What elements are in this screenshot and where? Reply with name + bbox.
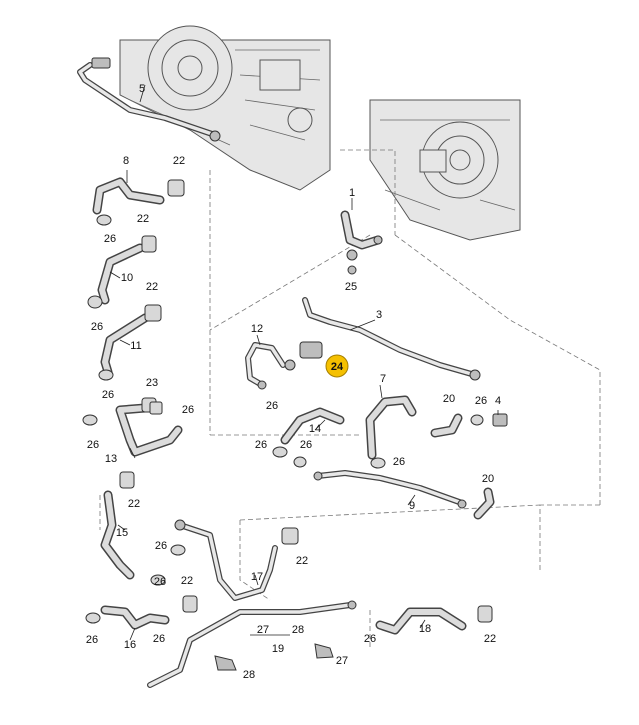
label-part-1: 1 bbox=[349, 187, 355, 199]
part-11-hose bbox=[98, 304, 162, 381]
label-part-27a: 27 bbox=[257, 624, 269, 636]
label-part-9: 9 bbox=[409, 500, 415, 512]
label-part-13: 13 bbox=[105, 453, 117, 465]
label-part-22d: 22 bbox=[128, 498, 140, 510]
part-18-pipe bbox=[375, 605, 493, 635]
part-3-pipe bbox=[302, 297, 481, 381]
label-part-26b: 26 bbox=[91, 321, 103, 333]
part-labels: 1 3 4 5 7 8 9 10 11 12 13 14 15 16 17 18… bbox=[86, 83, 501, 681]
label-part-26e: 26 bbox=[87, 439, 99, 451]
label-part-3: 3 bbox=[376, 309, 382, 321]
label-part-16: 16 bbox=[124, 639, 136, 651]
label-part-26l: 26 bbox=[154, 576, 166, 588]
label-part-22b: 22 bbox=[137, 213, 149, 225]
label-part-26n: 26 bbox=[153, 633, 165, 645]
part-20-elbow-lower bbox=[473, 487, 495, 520]
label-part-26d: 26 bbox=[182, 404, 194, 416]
part-5-pipe bbox=[77, 57, 221, 142]
label-part-15: 15 bbox=[116, 527, 128, 539]
label-part-26i: 26 bbox=[475, 395, 487, 407]
label-part-19: 19 bbox=[272, 643, 284, 655]
part-1-pipe bbox=[340, 210, 383, 261]
label-part-22f: 22 bbox=[296, 555, 308, 567]
label-part-20b: 20 bbox=[482, 473, 494, 485]
label-part-10: 10 bbox=[121, 272, 133, 284]
leader-lines bbox=[109, 84, 499, 641]
label-part-26c: 26 bbox=[102, 389, 114, 401]
part-15-hose bbox=[100, 471, 166, 586]
label-part-14: 14 bbox=[309, 423, 321, 435]
label-part-26j: 26 bbox=[393, 456, 405, 468]
label-part-17: 17 bbox=[251, 571, 263, 583]
part-4-connector bbox=[492, 413, 508, 427]
label-part-28b: 28 bbox=[243, 669, 255, 681]
part-12-pipe bbox=[245, 342, 296, 390]
part-24-valve: 24 bbox=[299, 341, 349, 378]
label-part-22c: 22 bbox=[146, 281, 158, 293]
part-7-hose bbox=[365, 395, 417, 469]
label-part-26m: 26 bbox=[86, 634, 98, 646]
part-20-elbow-upper bbox=[430, 413, 463, 438]
label-part-22e: 22 bbox=[181, 575, 193, 587]
label-part-20a: 20 bbox=[443, 393, 455, 405]
label-part-4: 4 bbox=[495, 395, 501, 407]
label-part-26a: 26 bbox=[104, 233, 116, 245]
label-part-8: 8 bbox=[123, 155, 129, 167]
label-part-26g: 26 bbox=[255, 439, 267, 451]
part-9-pipe bbox=[313, 470, 467, 509]
label-part-22a: 22 bbox=[173, 155, 185, 167]
part-14-hose bbox=[272, 407, 345, 458]
label-part-18: 18 bbox=[419, 623, 431, 635]
label-part-23: 23 bbox=[146, 377, 158, 389]
part-16-hose bbox=[85, 595, 198, 630]
part-8-hose bbox=[92, 177, 185, 226]
label-part-26o: 26 bbox=[364, 633, 376, 645]
label-part-22g: 22 bbox=[484, 633, 496, 645]
part-24-badge-label: 24 bbox=[331, 361, 344, 373]
part-17-pipe bbox=[174, 519, 278, 601]
label-part-26f: 26 bbox=[266, 400, 278, 412]
label-part-26k: 26 bbox=[155, 540, 167, 552]
engine-block-right bbox=[369, 99, 521, 241]
label-part-28a: 28 bbox=[292, 624, 304, 636]
label-part-25: 25 bbox=[345, 281, 357, 293]
label-part-26h: 26 bbox=[300, 439, 312, 451]
engine-block-main bbox=[119, 25, 331, 191]
part-10-hose bbox=[87, 235, 157, 309]
part-19-pipe bbox=[147, 600, 357, 688]
label-part-11: 11 bbox=[130, 340, 141, 352]
label-part-12: 12 bbox=[251, 323, 263, 335]
label-part-7: 7 bbox=[380, 373, 386, 385]
label-part-5: 5 bbox=[139, 83, 145, 95]
small-parts bbox=[149, 265, 484, 671]
label-part-27b: 27 bbox=[336, 655, 348, 667]
